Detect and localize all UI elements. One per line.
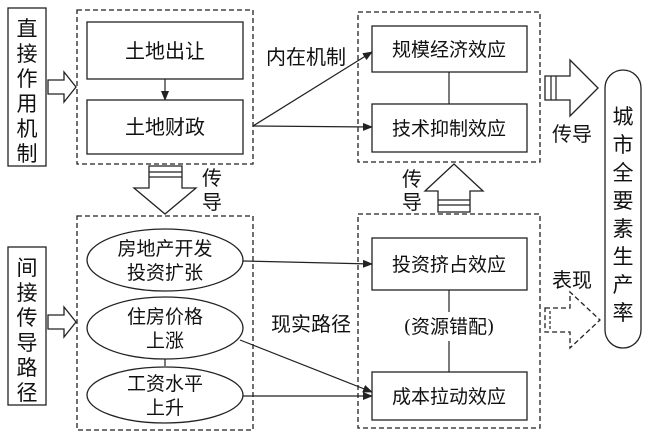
indirect-arrow [47,305,77,339]
direct-mechanism-label: 直 接 作 用 机 制 [7,7,47,167]
internal-mechanism-label: 内在机制 [266,45,346,69]
svg-text:机: 机 [17,117,38,141]
cost-effect-label: 成本拉动效应 [392,386,506,408]
finance-to-scale-arrow [252,51,373,127]
real-estate-label-1: 房地产开发 [117,238,212,260]
svg-text:接: 接 [17,281,38,305]
svg-text:径: 径 [17,381,38,405]
manifest-label: 表现 [552,268,592,292]
direct-arrow [47,70,77,104]
land-finance-box [86,99,244,155]
crowding-effect-label: 投资挤占效应 [392,254,506,276]
outcome-char-3: 全 [613,161,634,185]
svg-text:直: 直 [17,17,38,41]
svg-text:导: 导 [17,331,38,355]
upper-left-group [76,9,254,165]
outcome-char-4: 要 [613,189,634,213]
misallocation-label: (资源错配) [404,316,495,338]
tech-effect-box [371,103,528,153]
transmit-right-arrow [544,58,599,118]
outcome-char-8: 率 [613,301,634,325]
land-transfer-label: 土地出让 [125,39,205,63]
realestate-to-crowding-arrow [242,259,373,268]
wage-ellipse [86,366,244,424]
upper-right-group [357,11,541,163]
scale-effect-box [371,25,528,73]
transmit-down-label-2: 导 [202,190,222,214]
real-estate-ellipse [86,228,244,292]
wage-label-2: 上升 [146,397,184,419]
tech-effect-label: 技术抑制效应 [392,118,506,140]
transmit-up-label-2: 导 [402,190,422,214]
land-finance-label: 土地财政 [125,115,205,139]
svg-text:制: 制 [17,142,38,166]
housing-price-label-2: 上涨 [146,330,184,352]
transmit-down-label-1: 传 [202,166,222,190]
lower-right-group [357,213,541,429]
indirect-path-label: 间 接 传 导 路 径 [7,246,47,406]
cost-effect-box [371,371,528,421]
outcome-char-7: 产 [613,273,634,297]
svg-text:路: 路 [17,356,38,380]
outcome-box [604,69,642,349]
svg-text:接: 接 [17,42,38,66]
scale-effect-label: 规模经济效应 [392,39,506,61]
realistic-path-label: 现实路径 [271,312,351,336]
svg-text:作: 作 [17,67,38,91]
lower-left-group [76,215,254,431]
wage-label-1: 工资水平 [127,373,203,395]
transmit-right-label: 传导 [552,122,592,146]
svg-text:间: 间 [17,256,38,280]
transmit-up-label-1: 传 [402,167,422,191]
outcome-char-5: 素 [613,217,634,241]
real-estate-label-2: 投资扩张 [127,262,203,284]
finance-to-tech-arrow [252,122,373,131]
housing-price-label-1: 住房价格 [127,306,203,328]
transmit-down-arrow [132,165,198,215]
svg-text:传: 传 [17,306,38,330]
crowding-effect-box [371,237,528,291]
price-to-cost-arrow [239,339,373,393]
outcome-char-2: 市 [613,133,634,157]
outcome-char-6: 生 [613,245,634,269]
svg-text:用: 用 [17,92,38,116]
outcome-char-1: 城 [613,105,634,129]
manifest-arrow [544,290,601,350]
